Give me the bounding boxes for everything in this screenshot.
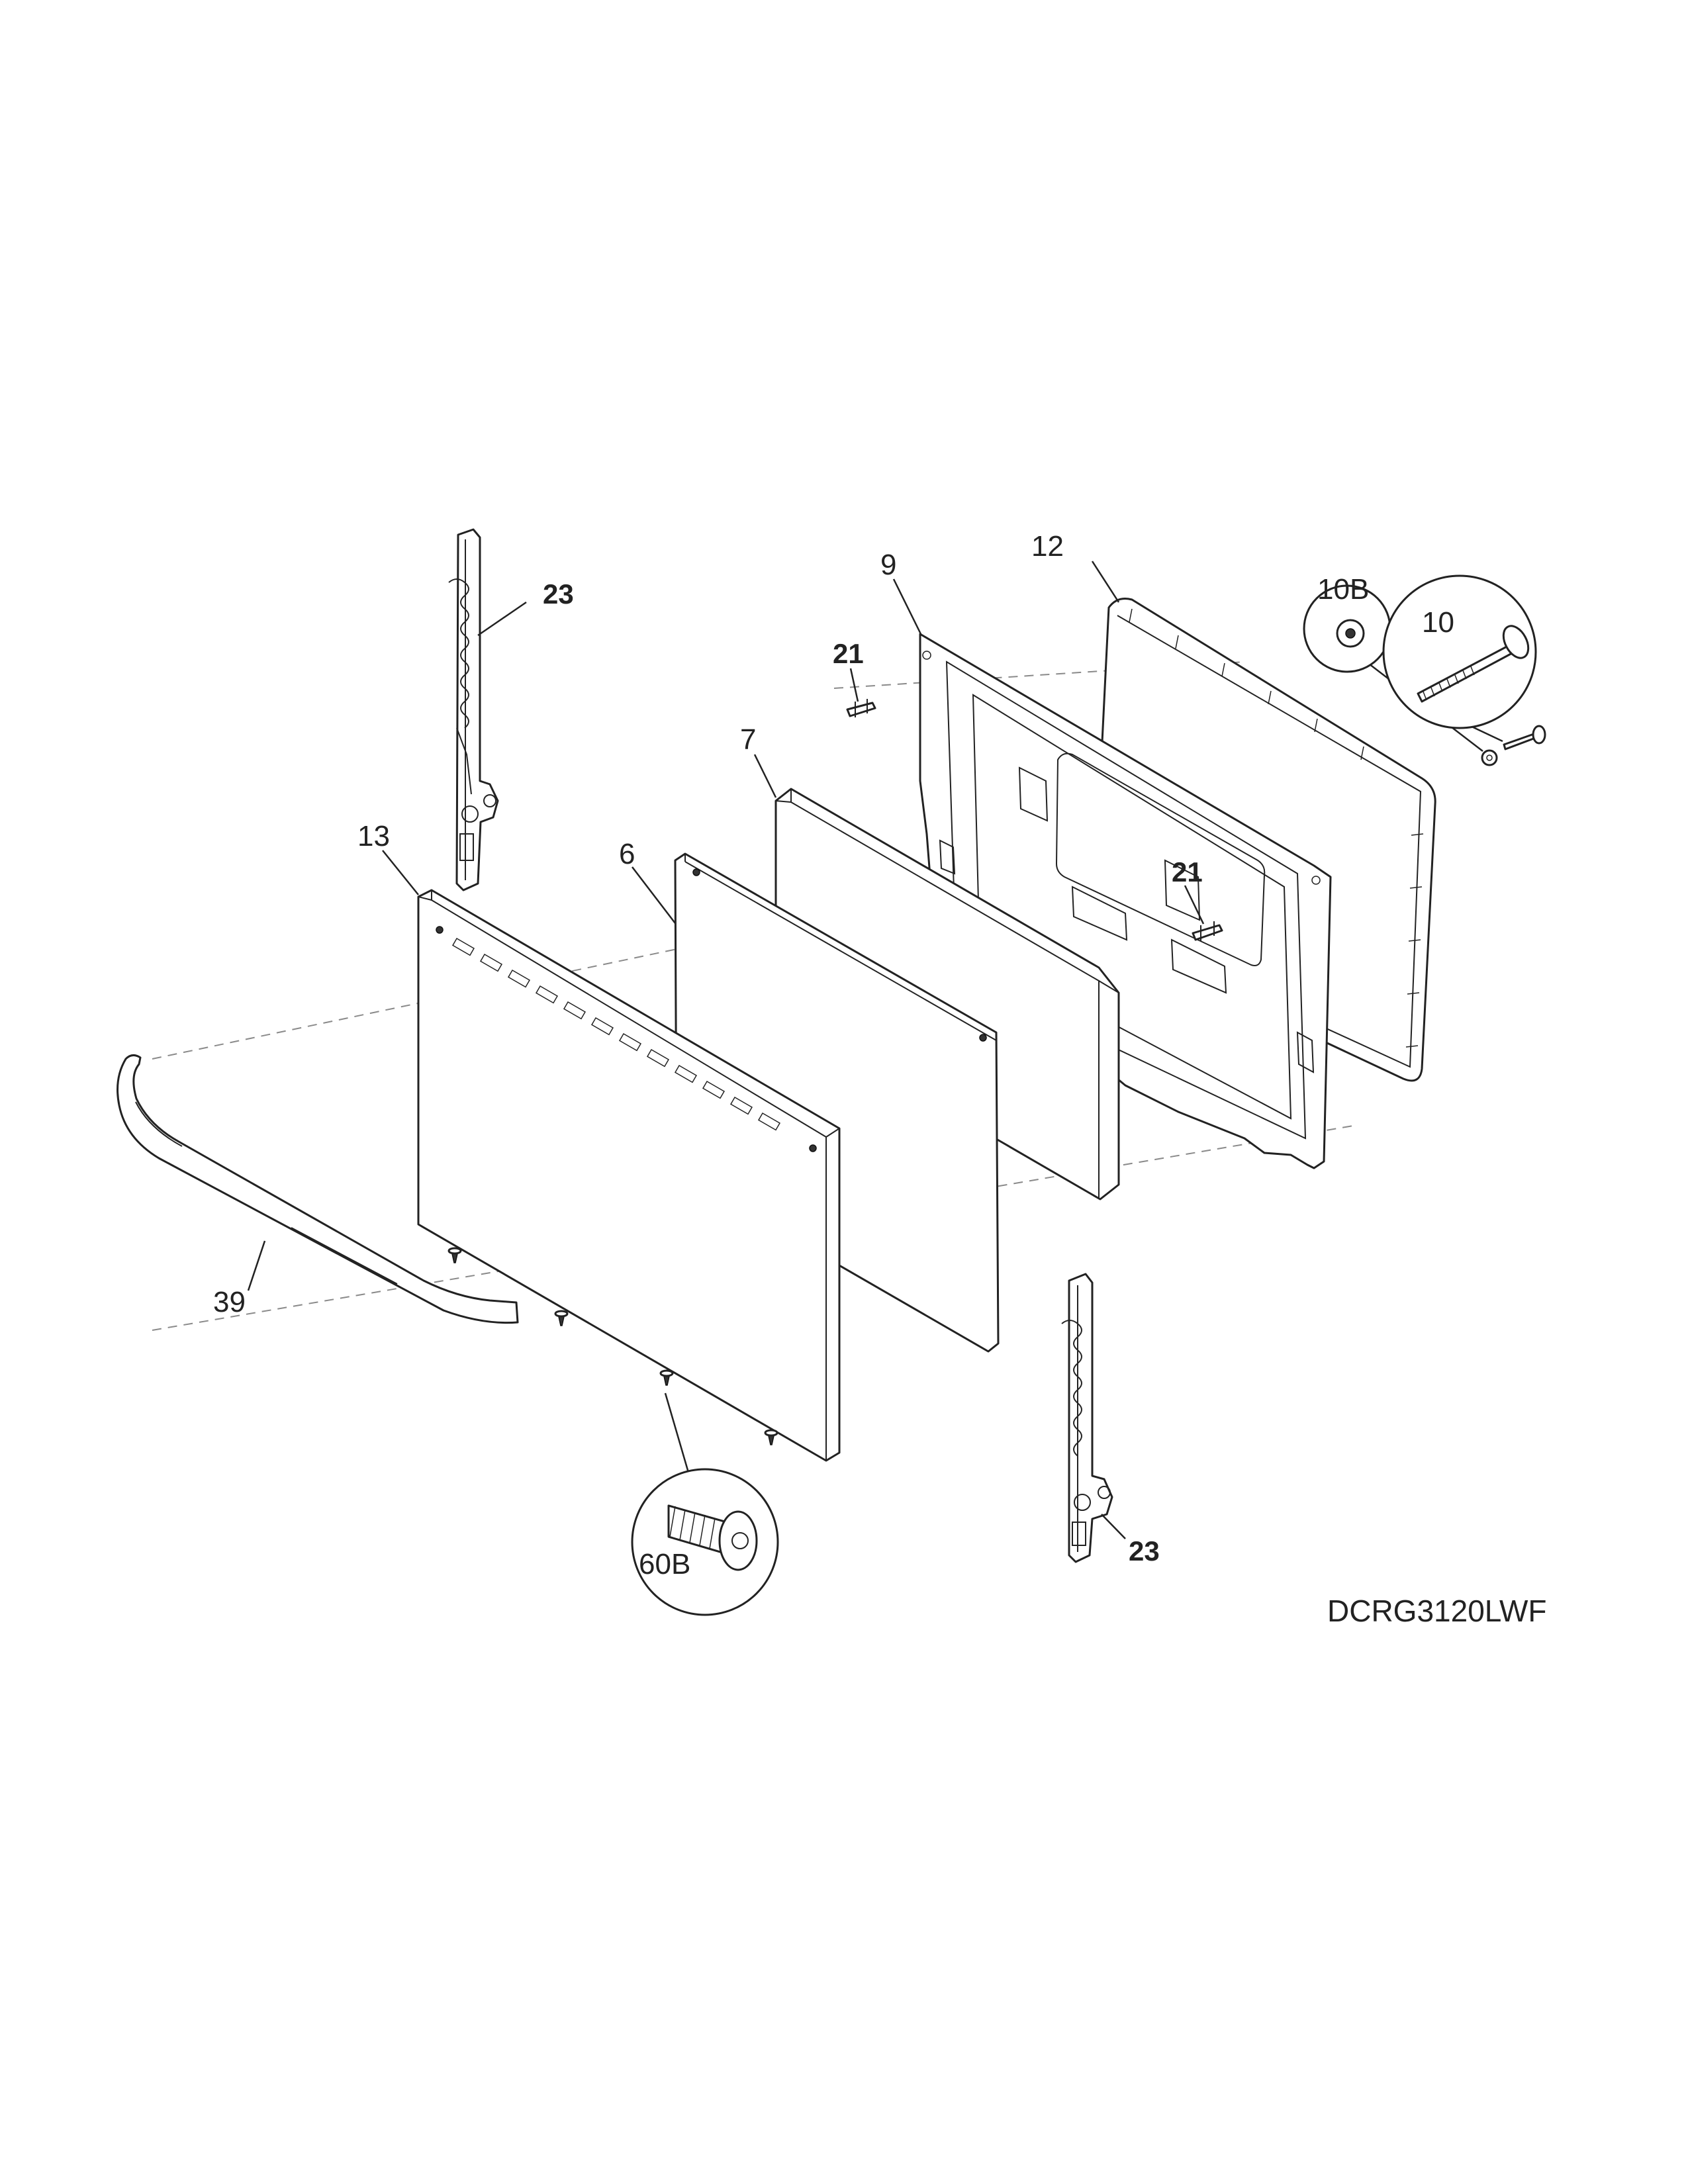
callout-9: 9	[880, 549, 896, 581]
inner-door	[919, 633, 1332, 1169]
callout-13: 13	[357, 820, 390, 852]
screws	[447, 1247, 778, 1445]
clip-21-top	[846, 699, 876, 717]
screw-1	[447, 1247, 462, 1263]
clip-21-mid	[1192, 921, 1223, 941]
callout-6: 6	[619, 838, 635, 870]
callout-23-bottom: 23	[1129, 1535, 1160, 1567]
detail-circle-60B	[631, 1392, 779, 1616]
callout-labels: 23 12 9 21 10B 10 7 13 6 21 39 60B 23	[213, 530, 1454, 1580]
callout-7: 7	[740, 723, 756, 756]
hinge-23-bottom	[1061, 1273, 1113, 1563]
door-handle	[117, 1054, 519, 1324]
outer-door-panel	[417, 889, 841, 1462]
callout-12: 12	[1031, 530, 1064, 563]
hinge-23-top	[448, 528, 499, 891]
callout-10B: 10B	[1317, 573, 1369, 606]
screw-4	[764, 1429, 778, 1445]
vent-slots	[451, 937, 781, 1131]
screw-10-small	[1503, 725, 1546, 751]
callout-10: 10	[1422, 606, 1454, 639]
hinge-screw-and-washer	[1303, 574, 1546, 766]
callout-23-top: 23	[543, 578, 574, 610]
inner-glass	[674, 852, 1000, 1353]
callout-60B: 60B	[639, 1548, 690, 1580]
washer-10B-small	[1481, 749, 1498, 766]
screw-2	[554, 1310, 569, 1326]
model-number: DCRG3120LWF	[1327, 1594, 1546, 1628]
leader-lines	[247, 561, 1205, 1539]
callout-39: 39	[213, 1286, 246, 1318]
screw-3	[659, 1369, 674, 1386]
callout-21-mid: 21	[1172, 856, 1203, 887]
detail-circle-10	[1382, 574, 1537, 729]
callout-21-top: 21	[833, 638, 864, 669]
